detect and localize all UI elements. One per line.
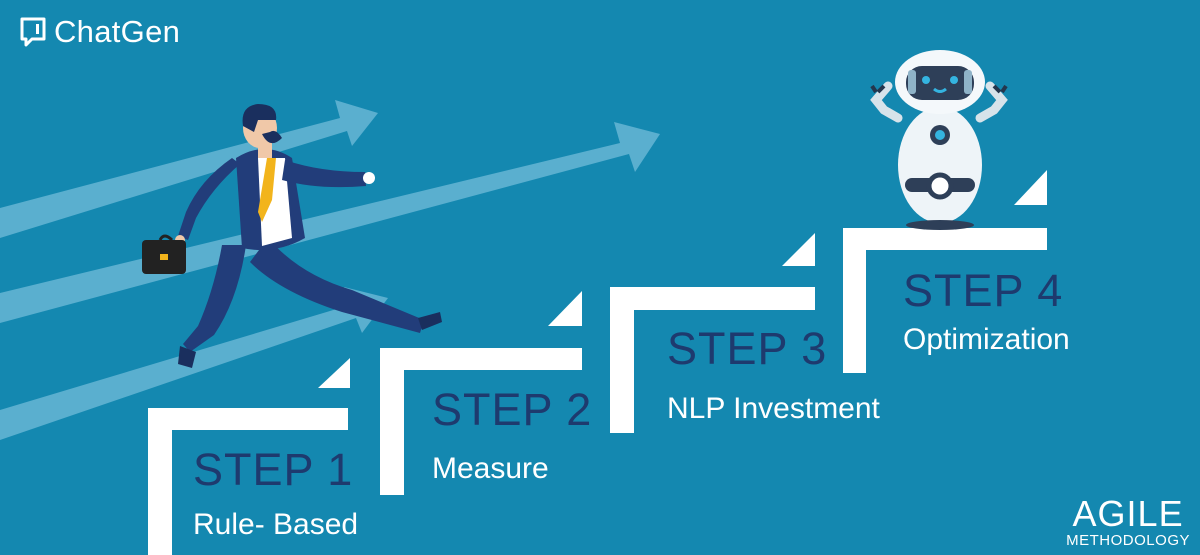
businessman-figure — [142, 104, 442, 368]
arrow-top — [0, 100, 378, 238]
step-4-label: Optimization — [903, 323, 1070, 356]
stair-tip-1 — [318, 358, 350, 388]
stair-3 — [610, 287, 815, 433]
step-4-title: STEP 4 — [903, 265, 1064, 316]
agile-logo-main: AGILE — [1072, 493, 1184, 534]
chat-bubble-icon — [20, 17, 46, 47]
brand-name: ChatGen — [54, 14, 181, 49]
stair-2 — [380, 348, 582, 495]
stair-tip-2 — [548, 291, 582, 326]
arrow-bottom — [0, 287, 388, 440]
chatgen-logo: ChatGen — [18, 14, 180, 50]
step-3-title: STEP 3 — [667, 323, 828, 374]
stair-1 — [148, 408, 348, 555]
agile-logo-sub: METHODOLOGY — [1066, 532, 1190, 549]
step-1-label: Rule- Based — [193, 508, 359, 541]
step-3-label: NLP Investment — [667, 392, 880, 425]
stair-4 — [843, 228, 1047, 373]
step-2-label: Measure — [432, 452, 549, 485]
stair-tip-4 — [1014, 170, 1047, 205]
step-1-title: STEP 1 — [193, 444, 354, 495]
agile-methodology-logo: AGILE METHODOLOGY — [1066, 493, 1190, 550]
robot-figure — [870, 50, 1008, 230]
stairs — [148, 170, 1047, 555]
step-2-title: STEP 2 — [432, 384, 593, 435]
stair-tip-3 — [782, 233, 815, 266]
